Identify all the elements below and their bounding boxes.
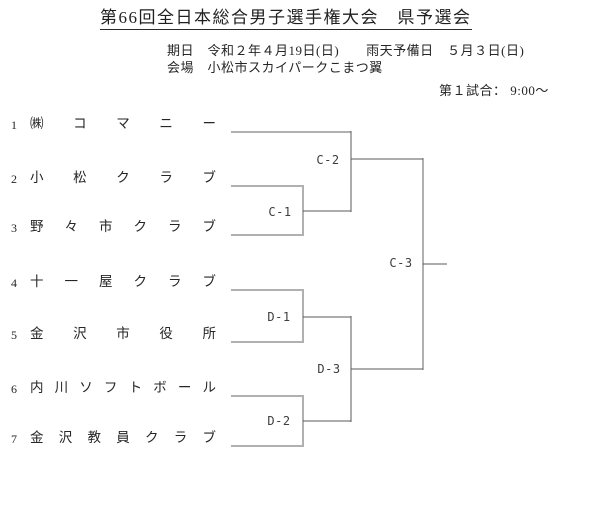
team-row-3: 3 野々市クラブ xyxy=(0,219,230,235)
team-seed: 3 xyxy=(11,221,17,235)
first-game-time: 第１試合： 9:00～ xyxy=(439,83,549,98)
team-name: ㈱コマニー xyxy=(30,116,216,131)
team-row-7: 7 金沢教員クラブ xyxy=(0,430,230,446)
match-label-d1: D-1 xyxy=(267,310,291,324)
team-seed: 6 xyxy=(11,382,17,396)
team-seed: 5 xyxy=(11,328,17,342)
event-venue-line: 会場 小松市スカイパークこまつ翼 xyxy=(167,60,383,75)
match-label-d2: D-2 xyxy=(267,414,291,428)
team-row-5: 5 金沢市役所 xyxy=(0,326,230,342)
event-date-line: 期日 令和２年４月19日(日) 雨天予備日 ５月３日(日) xyxy=(167,43,525,58)
team-seed: 4 xyxy=(11,276,17,290)
team-seed: 1 xyxy=(11,118,17,132)
team-row-4: 4 十一屋クラブ xyxy=(0,274,230,290)
team-seed: 7 xyxy=(11,432,17,446)
team-row-6: 6 内川ソフトボール xyxy=(0,380,230,396)
team-name: 小松クラブ xyxy=(30,170,216,185)
team-seed: 2 xyxy=(11,172,17,186)
page-title: 第66回全日本総合男子選手権大会 県予選会 xyxy=(100,3,472,30)
match-label-c3: C-3 xyxy=(389,256,413,270)
team-name: 十一屋クラブ xyxy=(30,274,216,289)
match-label-c1: C-1 xyxy=(268,205,292,219)
team-row-2: 2 小松クラブ xyxy=(0,170,230,186)
match-label-c2: C-2 xyxy=(316,153,340,167)
team-name: 金沢教員クラブ xyxy=(30,430,216,445)
team-name: 内川ソフトボール xyxy=(30,380,216,395)
team-name: 金沢市役所 xyxy=(30,326,216,341)
match-label-d3: D-3 xyxy=(317,362,341,376)
team-name: 野々市クラブ xyxy=(30,219,216,234)
team-row-1: 1 ㈱コマニー xyxy=(0,116,230,132)
